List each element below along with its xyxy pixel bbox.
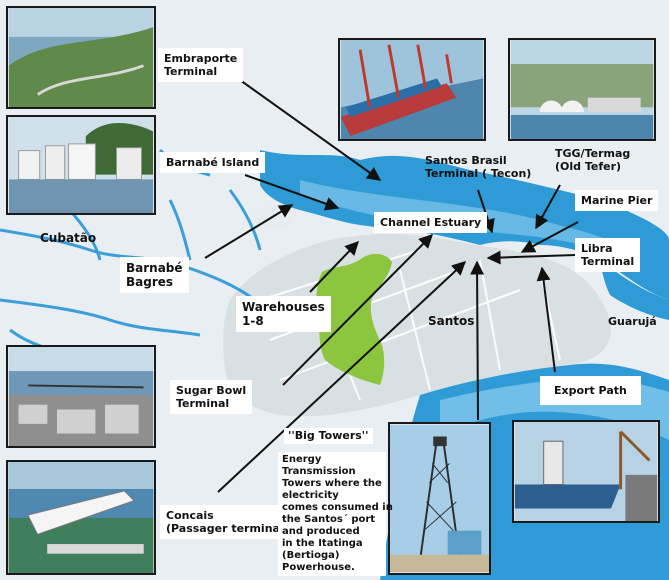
cruise-ship-icon (8, 462, 154, 573)
cargo-ship-icon (514, 422, 658, 521)
label-channel-estuary: Channel Estuary (374, 212, 488, 233)
transmission-tower-icon (390, 424, 489, 573)
label-santos: Santos (428, 314, 475, 328)
arrow-marine-pier (520, 221, 579, 253)
label-barnabe-island: Barnabé Island (160, 152, 266, 173)
photo-embraporte (6, 6, 156, 109)
photo-barnabe-tanks (6, 115, 156, 215)
label-guaruja: Guarujá (608, 315, 657, 328)
label-libra: Libra Terminal (575, 238, 641, 272)
arrows (204, 79, 579, 493)
arrow-tgg (535, 184, 561, 230)
warehouse-zone (316, 253, 392, 385)
photo-concais (6, 460, 156, 575)
arrow-sugar-bowl (282, 234, 433, 386)
silo-terminal-icon (510, 40, 654, 139)
photo-export (512, 420, 660, 523)
bridge-terminal-icon (8, 347, 154, 446)
arrow-barnabe-bagres (204, 204, 294, 259)
guaruja-channel (600, 260, 669, 320)
label-sugar-bowl: Sugar Bowl Terminal (170, 380, 253, 414)
tank-farm-icon (9, 117, 153, 213)
label-export-path: Export Path (540, 376, 641, 405)
photo-big-tower (388, 422, 491, 575)
arrow-export-path (536, 266, 556, 373)
aerial-port-icon (8, 8, 154, 107)
container-crane-icon (340, 40, 484, 139)
arrow-libra (486, 250, 576, 265)
arrow-concais (217, 261, 467, 493)
label-tgg: TGG/Termag (Old Tefer) (555, 147, 631, 173)
label-big-towers-title: ''Big Towers'' (284, 428, 373, 444)
label-big-towers-desc: Energy Transmission Towers where the ele… (278, 452, 393, 576)
photo-tgg (508, 38, 656, 141)
label-concais: Concais (Passager terminal) (160, 505, 295, 539)
arrow-embraporte (239, 79, 382, 181)
label-cubatao: Cubatão (40, 231, 97, 245)
label-warehouses: Warehouses 1-8 (236, 296, 331, 332)
arrow-santos-brasil (477, 189, 495, 234)
arrow-warehouses (309, 240, 359, 293)
label-santos-brasil: Santos Brasil Terminal ( Tecon) (425, 154, 532, 180)
label-marine-pier: Marine Pier (575, 190, 659, 211)
photo-container-cranes (338, 38, 486, 141)
label-embraporte: Embraporte Terminal (158, 48, 244, 82)
arrow-big-towers (470, 260, 485, 421)
arrow-barnabe-island (244, 174, 340, 211)
label-barnabe-bagres: Barnabé Bagres (120, 257, 189, 293)
photo-sugar-bowl (6, 345, 156, 448)
